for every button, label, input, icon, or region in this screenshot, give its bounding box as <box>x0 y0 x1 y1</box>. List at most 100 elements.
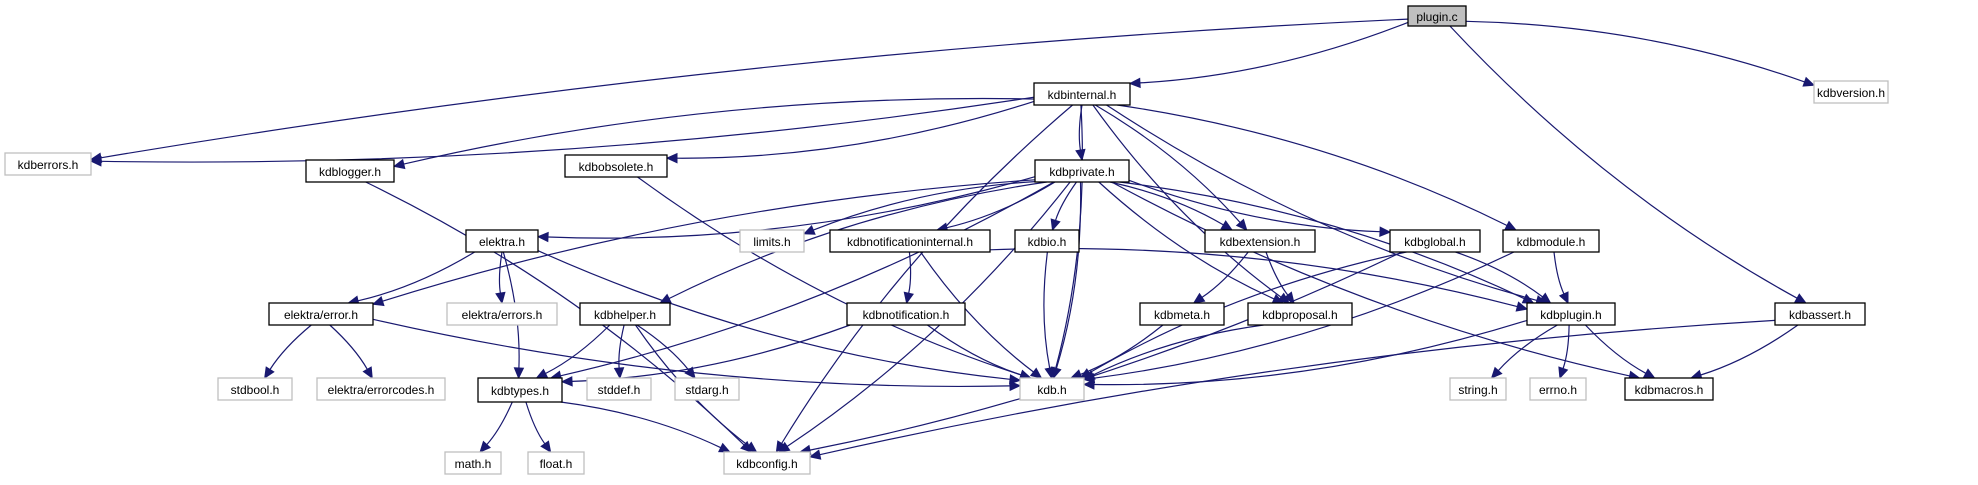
node-box <box>4 152 92 176</box>
edge-kdbhelper_h-to-stddef_h <box>618 324 625 369</box>
node-kdbextension-h[interactable]: kdbextension.h <box>1204 229 1316 253</box>
node-box <box>1502 229 1600 253</box>
edges-layer <box>89 18 1816 460</box>
node-box <box>527 451 585 475</box>
node-box <box>217 377 293 401</box>
node-label: kdbio.h <box>1028 235 1067 249</box>
node-plugin-c: plugin.c <box>1407 5 1467 27</box>
node-box <box>477 377 563 403</box>
node-kdblogger-h[interactable]: kdblogger.h <box>305 159 395 183</box>
node-label: float.h <box>540 457 573 471</box>
edge-kdbprivate_h-to-kdbnotificationinternal_h <box>946 181 1056 229</box>
node-string-h: string.h <box>1449 377 1507 401</box>
node-kdbplugin-h[interactable]: kdbplugin.h <box>1526 302 1616 326</box>
node-label: elektra/errorcodes.h <box>328 383 435 397</box>
edge-kdbprivate_h-to-kdbplugin_h <box>1119 181 1525 300</box>
node-box <box>1033 82 1131 106</box>
node-label: kdbinternal.h <box>1048 88 1117 102</box>
arrowhead-icon <box>903 291 914 305</box>
arrowhead-icon <box>392 158 406 170</box>
node-box <box>1526 302 1616 326</box>
edge-kdbinternal_h-to-kdbconfig_h <box>781 104 1073 444</box>
node-kdbprivate-h[interactable]: kdbprivate.h <box>1034 159 1130 183</box>
node-box <box>1407 5 1467 27</box>
arrowhead-icon <box>1082 369 1096 380</box>
edge-kdbprivate_h-to-kdbmacros_h <box>1111 181 1630 377</box>
node-box <box>305 159 395 183</box>
node-box <box>1529 377 1587 401</box>
node-kdbtypes-h[interactable]: kdbtypes.h <box>477 377 563 403</box>
node-box <box>1624 377 1714 401</box>
node-kdb-h: kdb.h <box>1019 377 1085 401</box>
edge-kdbproposal_h-to-kdb_h <box>1092 324 1264 376</box>
node-box <box>846 302 966 326</box>
arrowhead-icon <box>1642 368 1656 379</box>
node-label: kdbextension.h <box>1220 235 1301 249</box>
node-kdbinternal-h[interactable]: kdbinternal.h <box>1033 82 1131 106</box>
node-label: string.h <box>1458 383 1497 397</box>
arrowhead-icon <box>371 296 385 307</box>
node-label: kdbhelper.h <box>594 308 656 322</box>
node-elektra-h[interactable]: elektra.h <box>465 229 539 253</box>
node-label: kdbnotification.h <box>863 308 950 322</box>
arrowhead-icon <box>684 366 696 379</box>
node-box <box>829 229 991 253</box>
node-kdbhelper-h[interactable]: kdbhelper.h <box>579 302 671 326</box>
edge-kdbassert_h-to-kdbmacros_h <box>1700 324 1799 376</box>
edge-kdbprivate_h-to-elektra_h <box>547 176 1036 239</box>
edge-kdbassert_h-to-kdbconfig_h <box>819 319 1776 456</box>
node-kdbmacros-h[interactable]: kdbmacros.h <box>1624 377 1714 401</box>
node-elektra-error-h[interactable]: elektra/error.h <box>268 302 374 326</box>
edge-kdbnotificationinternal_h-to-kdb_h <box>920 251 1034 373</box>
node-elektra-errors-h: elektra/errors.h <box>446 302 558 326</box>
arrowhead-icon <box>535 368 549 379</box>
node-errno-h: errno.h <box>1529 377 1587 401</box>
node-label: elektra/error.h <box>284 308 358 322</box>
node-label: limits.h <box>753 235 790 249</box>
node-label: elektra/errors.h <box>462 308 543 322</box>
edge-kdbglobal_h-to-kdbplugin_h <box>1455 251 1543 298</box>
arrowhead-icon <box>1235 218 1248 231</box>
node-kdbobsolete-h[interactable]: kdbobsolete.h <box>564 154 668 178</box>
node-elektra-errorcodes-h: elektra/errorcodes.h <box>316 377 446 401</box>
arrowhead-icon <box>1558 291 1569 305</box>
edge-kdbprivate_h-to-kdbextension_h <box>1109 181 1224 226</box>
edge-plugin_c-to-kdbversion_h <box>1465 20 1805 83</box>
arrowhead-icon <box>540 440 552 453</box>
node-box <box>674 377 740 401</box>
node-label: kdbmodule.h <box>1517 235 1586 249</box>
edge-kdbprivate_h-to-limits_h <box>813 181 1036 231</box>
node-kdbassert-h[interactable]: kdbassert.h <box>1774 302 1866 326</box>
node-kdbnotificationinternal-h[interactable]: kdbnotificationinternal.h <box>829 229 991 253</box>
edge-kdbinternal_h-to-kdblogger_h <box>403 97 1035 165</box>
node-kdbnotification-h[interactable]: kdbnotification.h <box>846 302 966 326</box>
node-label: kdbproposal.h <box>1262 308 1337 322</box>
edge-kdbprivate_h-to-kdbproposal_h <box>1098 181 1275 300</box>
node-box <box>723 451 811 475</box>
arrowhead-icon <box>665 152 678 164</box>
node-kdbglobal-h[interactable]: kdbglobal.h <box>1389 229 1481 253</box>
edge-kdbglobal_h-to-kdbconfig_h <box>809 251 1403 451</box>
arrowhead-icon <box>1379 226 1392 237</box>
arrowhead-icon <box>264 366 275 380</box>
node-kdbmeta-h[interactable]: kdbmeta.h <box>1139 302 1225 326</box>
arrowhead-icon <box>1538 292 1552 304</box>
edge-kdbinternal_h-to-kdbproposal_h <box>1092 104 1282 298</box>
node-kdbproposal-h[interactable]: kdbproposal.h <box>1247 302 1353 326</box>
node-box <box>1389 229 1481 253</box>
edge-kdbprivate_h-to-kdbio_h <box>1054 181 1077 221</box>
arrowhead-icon <box>495 291 506 305</box>
arrowhead-icon <box>1009 380 1022 392</box>
node-box <box>268 302 374 326</box>
edge-kdbtypes_h-to-math_h <box>486 401 513 445</box>
arrowhead-icon <box>1044 366 1055 380</box>
node-label: kdbconfig.h <box>736 457 797 471</box>
node-kdbmodule-h[interactable]: kdbmodule.h <box>1502 229 1600 253</box>
node-box <box>1034 159 1130 183</box>
edge-kdbinternal_h-to-kdberrors_h <box>100 96 1035 163</box>
arrowhead-icon <box>718 442 731 453</box>
edge-plugin_c-to-kdberrors_h <box>100 18 1409 159</box>
arrowhead-icon <box>1082 379 1095 390</box>
edge-kdbplugin_h-to-string_h <box>1497 324 1558 372</box>
node-kdbio-h[interactable]: kdbio.h <box>1014 229 1080 253</box>
